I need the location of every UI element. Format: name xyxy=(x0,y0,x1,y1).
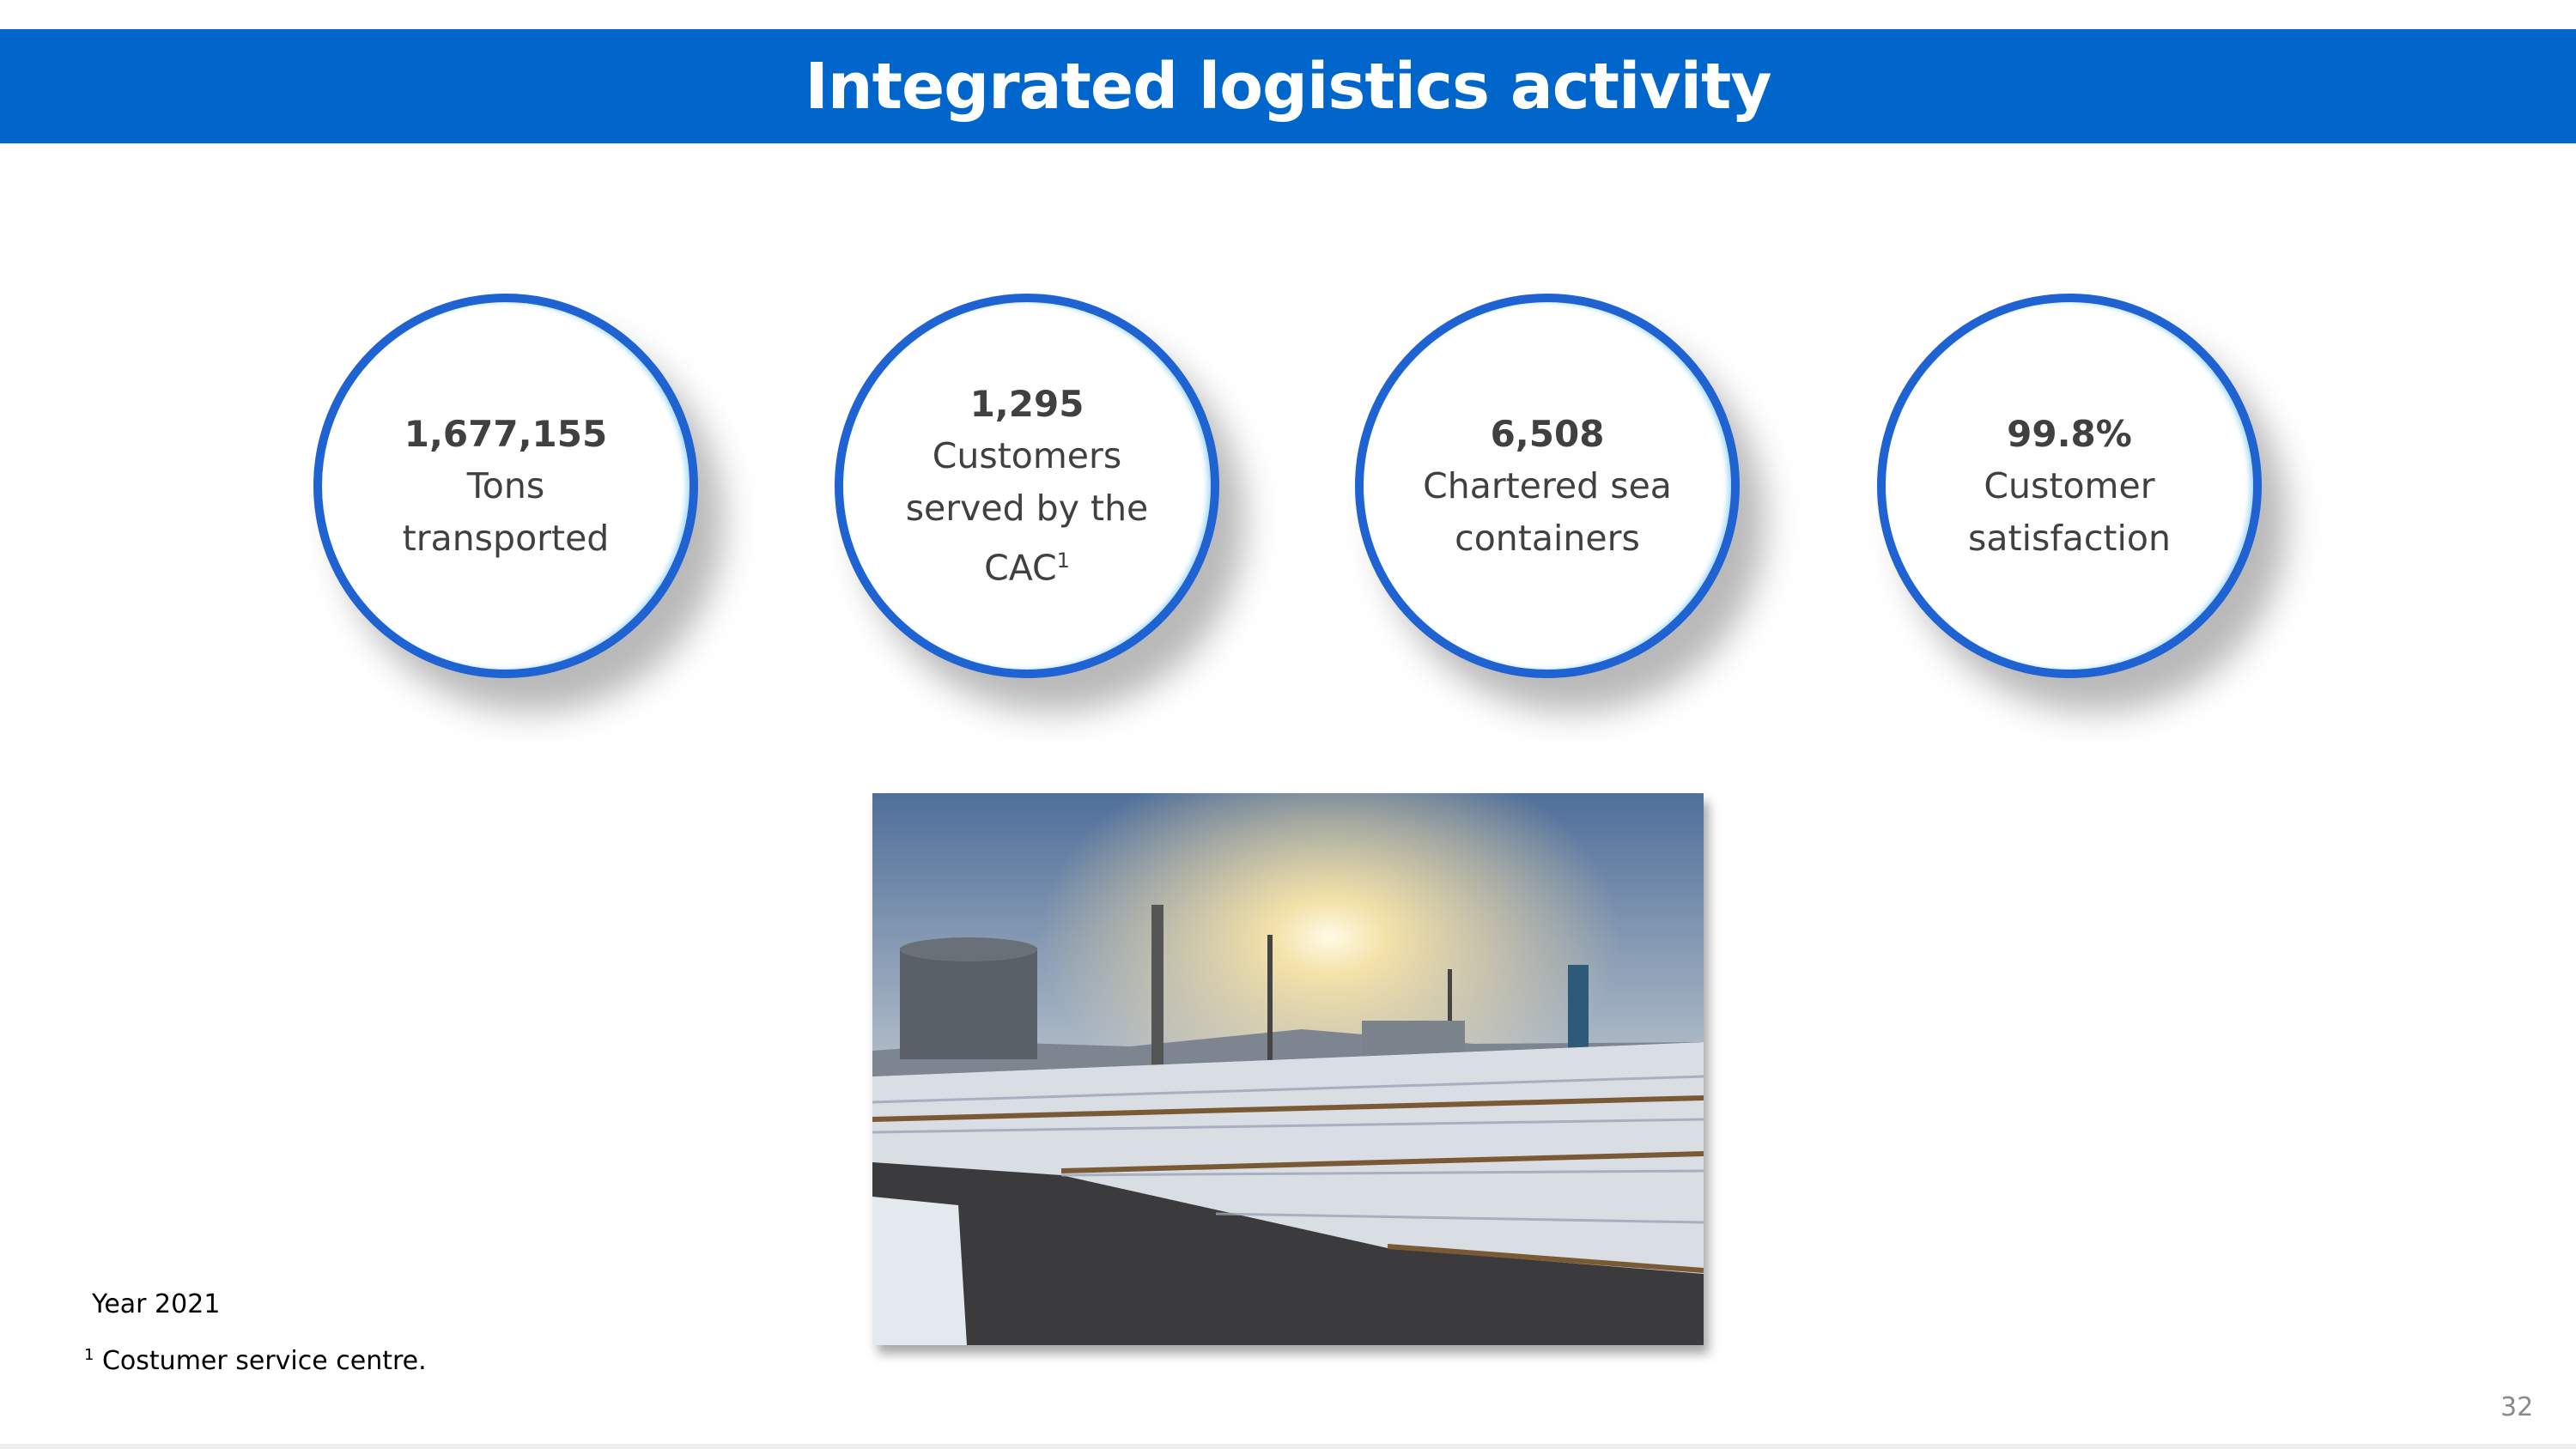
stat-label: Customer satisfaction xyxy=(1968,464,2171,559)
year-note: Year 2021 xyxy=(92,1289,221,1319)
stat-label-text: Customers served by the CAC xyxy=(905,434,1149,589)
footnote: 1 Costumer service centre. xyxy=(84,1346,427,1376)
stat-value: 99.8% xyxy=(2007,412,2132,455)
stat-label: Customers served by the CAC1 xyxy=(890,430,1164,595)
stat-label: Chartered sea containers xyxy=(1423,464,1672,559)
photo-illustration xyxy=(872,793,1704,1345)
stat-sea-containers: 6,508 Chartered sea containers xyxy=(1355,294,1740,678)
stat-tons-transported: 1,677,155 Tons transported xyxy=(313,294,698,678)
stat-value: 6,508 xyxy=(1490,412,1605,455)
stat-value: 1,677,155 xyxy=(404,412,608,455)
stat-label: Tons transported xyxy=(402,464,610,559)
page-number: 32 xyxy=(2500,1392,2534,1422)
stat-value: 1,295 xyxy=(969,382,1084,425)
stat-customers-served: 1,295 Customers served by the CAC1 xyxy=(835,294,1219,678)
footnote-ref: 1 xyxy=(1056,548,1070,573)
title-banner: Integrated logistics activity xyxy=(0,29,2576,143)
footnote-text: Costumer service centre. xyxy=(94,1346,427,1376)
stat-customer-satisfaction: 99.8% Customer satisfaction xyxy=(1877,294,2262,678)
page-title: Integrated logistics activity xyxy=(805,49,1771,124)
bottom-divider xyxy=(0,1444,2576,1449)
footnote-mark: 1 xyxy=(84,1346,94,1364)
warehouse-photo xyxy=(872,793,1704,1345)
